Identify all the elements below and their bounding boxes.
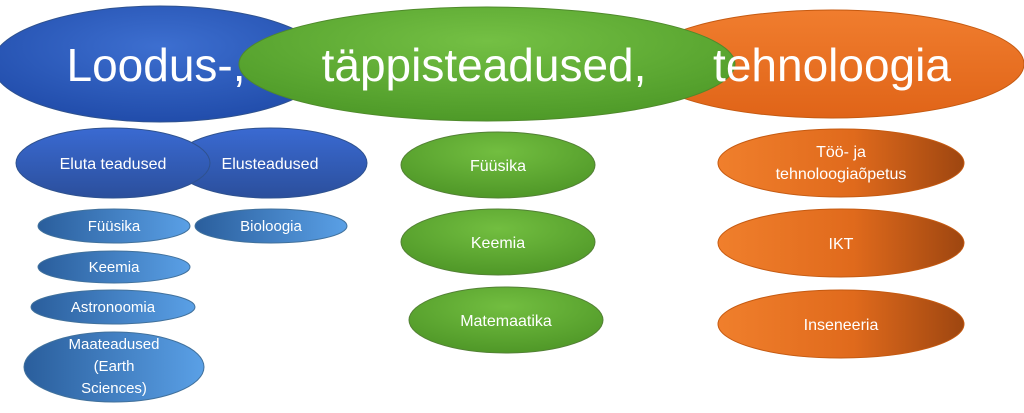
non-living-item-node bbox=[37, 208, 191, 244]
header-center-node bbox=[238, 6, 736, 122]
technology-item-label-line2: tehnoloogiaõpetus bbox=[776, 166, 907, 183]
exact-item-node bbox=[408, 286, 604, 354]
non-living-sciences-label: Eluta teadused bbox=[60, 156, 167, 173]
living-sciences-label: Elusteadused bbox=[222, 156, 319, 173]
technology-item-node bbox=[717, 128, 965, 198]
exact-item-label: Füüsika bbox=[470, 158, 526, 175]
non-living-item-node bbox=[30, 289, 196, 325]
living-item-label: Bioloogia bbox=[240, 218, 302, 235]
header-left-label: Loodus-, bbox=[66, 39, 245, 91]
earth-sciences-label-line: (Earth bbox=[94, 358, 135, 375]
header-right-label: tehnoloogia bbox=[713, 39, 951, 91]
technology-item-label: IKT bbox=[829, 236, 854, 253]
exact-item-node bbox=[400, 208, 596, 276]
non-living-item-label: Astronoomia bbox=[71, 299, 156, 316]
earth-sciences-label-line: Sciences) bbox=[81, 380, 147, 397]
non-living-item-label: Füüsika bbox=[88, 218, 141, 235]
exact-item-label: Keemia bbox=[471, 235, 525, 252]
exact-item-node bbox=[400, 131, 596, 199]
technology-item-label: Inseneeria bbox=[804, 317, 879, 334]
exact-item-label: Matemaatika bbox=[460, 313, 552, 330]
non-living-sciences-node bbox=[15, 127, 211, 199]
living-item-node bbox=[194, 208, 348, 244]
non-living-item-label: Keemia bbox=[89, 259, 141, 276]
technology-item-node bbox=[717, 208, 965, 278]
non-living-item-node bbox=[37, 250, 191, 284]
technology-item-node bbox=[717, 289, 965, 359]
header-center-label: täppisteadused, bbox=[322, 39, 647, 91]
earth-sciences-label-line: Maateadused bbox=[69, 336, 160, 353]
technology-item-label: Töö- ja bbox=[816, 144, 866, 161]
earth-sciences-node bbox=[23, 331, 205, 403]
